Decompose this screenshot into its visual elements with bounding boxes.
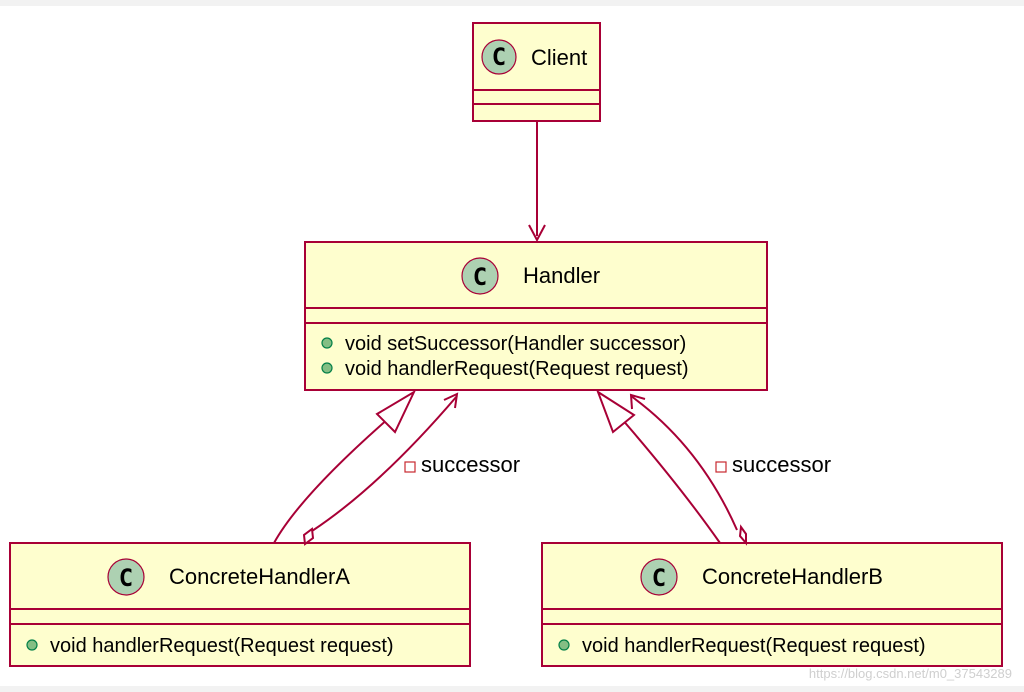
class-stereotype-glyph: C <box>473 263 487 291</box>
role-label-successor: successor <box>732 452 831 477</box>
class-stereotype-glyph: C <box>492 43 506 71</box>
class-name-concrete-b: ConcreteHandlerB <box>702 564 883 589</box>
arrowhead-icon <box>528 224 546 243</box>
generalization-a-handler <box>273 389 417 544</box>
class-stereotype-glyph: C <box>652 564 666 592</box>
role-label-successor: successor <box>421 452 520 477</box>
arrowhead-icon <box>629 393 646 410</box>
aggregation-b-successor: successor <box>629 393 831 546</box>
method-handler-request: void handlerRequest(Request request) <box>345 358 689 380</box>
aggregation-line <box>630 395 738 531</box>
method-handler-request: void handlerRequest(Request request) <box>582 635 926 657</box>
method-set-successor: void setSuccessor(Handler successor) <box>345 333 686 355</box>
aggregation-line <box>311 395 458 532</box>
aggregation-diamond-icon <box>738 524 747 546</box>
class-name-client: Client <box>531 45 587 70</box>
class-concrete-b-box <box>541 542 1003 667</box>
class-concrete-a-box <box>9 542 471 667</box>
class-stereotype-glyph: C <box>119 564 133 592</box>
public-method-icon <box>321 337 333 349</box>
class-stereotype-icon <box>640 558 678 596</box>
class-name-concrete-a: ConcreteHandlerA <box>169 564 350 589</box>
public-method-icon <box>26 639 38 651</box>
private-field-icon <box>715 461 727 473</box>
class-handler-box <box>304 241 768 391</box>
class-stereotype-icon <box>107 558 145 596</box>
generalization-line <box>620 417 721 544</box>
class-client[interactable]: C Client <box>472 22 601 122</box>
aggregation-diamond-icon <box>302 527 315 546</box>
method-handler-request: void handlerRequest(Request request) <box>50 635 394 657</box>
class-concrete-handler-a[interactable]: C ConcreteHandlerA void handlerRequest(R… <box>9 542 471 667</box>
class-name-handler: Handler <box>523 263 600 288</box>
class-stereotype-icon <box>481 39 517 75</box>
association-client-handler <box>528 121 546 243</box>
generalization-line <box>273 417 390 544</box>
class-concrete-handler-b[interactable]: C ConcreteHandlerB void handlerRequest(R… <box>541 542 1003 667</box>
diagram-canvas: C Client C Handler void setSuccessor(Han… <box>0 6 1024 686</box>
generalization-b-handler <box>596 389 721 544</box>
arrowhead-icon <box>443 392 459 409</box>
uml-class-diagram: C Client C Handler void setSuccessor(Han… <box>9 22 1012 681</box>
inheritance-triangle-icon <box>375 389 417 434</box>
private-field-icon <box>404 461 416 473</box>
public-method-icon <box>321 362 333 374</box>
public-method-icon <box>558 639 570 651</box>
class-handler[interactable]: C Handler void setSuccessor(Handler succ… <box>304 241 768 391</box>
class-stereotype-icon <box>461 257 499 295</box>
inheritance-triangle-icon <box>596 389 636 434</box>
aggregation-a-successor: successor <box>302 392 520 546</box>
watermark: https://blog.csdn.net/m0_37543289 <box>809 666 1012 681</box>
